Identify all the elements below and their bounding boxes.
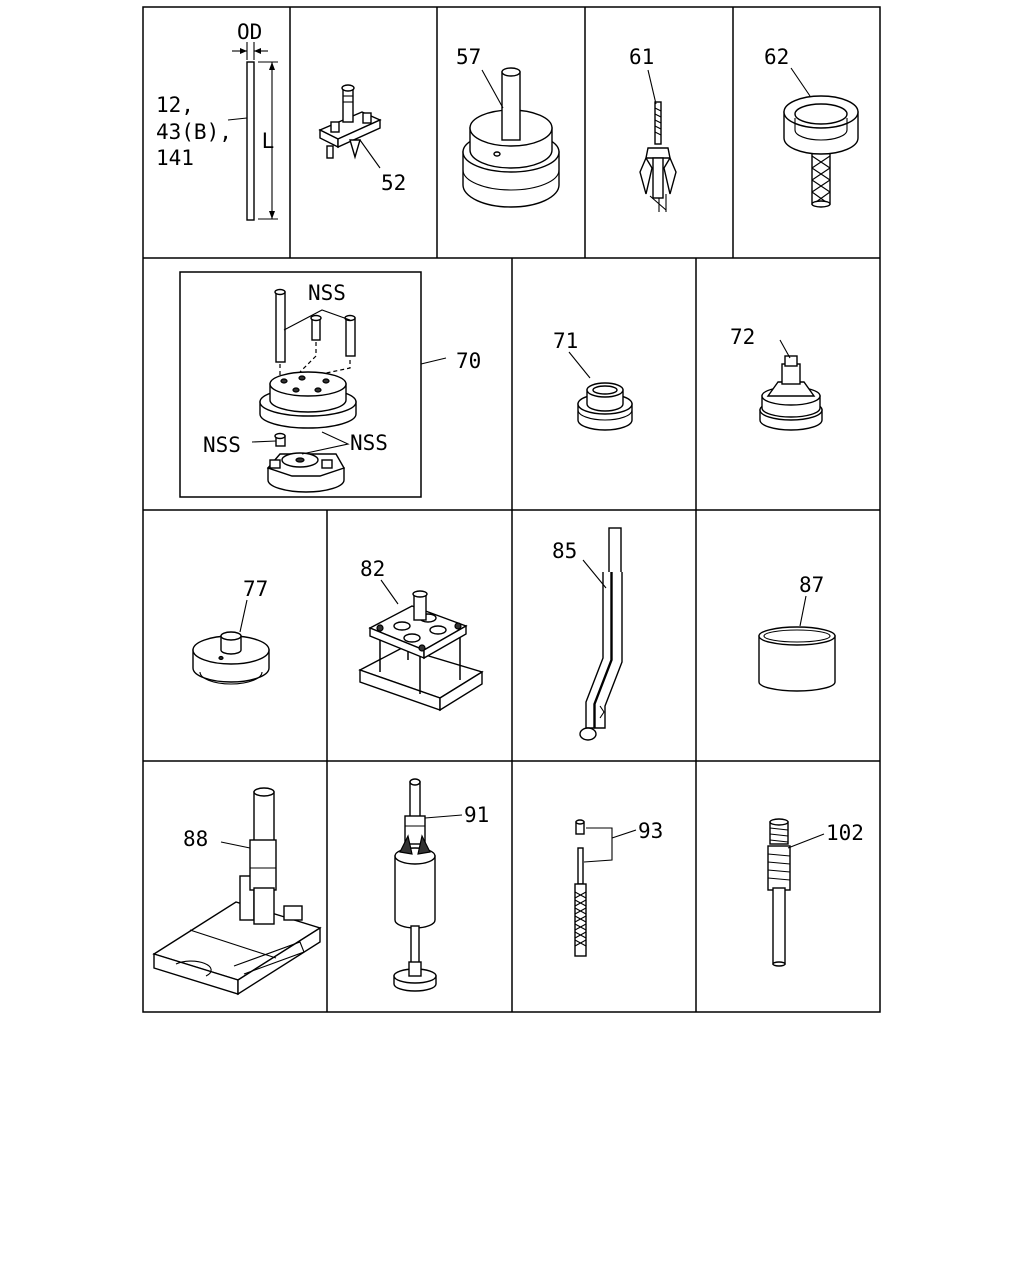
cell-87: 87 — [758, 573, 836, 692]
installer-77-drawing — [192, 599, 270, 685]
installer-72-drawing — [759, 339, 823, 431]
part-label-141: 141 — [156, 146, 194, 170]
nss-label-top: NSS — [308, 281, 346, 305]
fixture-82-drawing — [358, 579, 484, 712]
cell-93: 93 — [574, 819, 663, 957]
part-number-72: 72 — [730, 325, 755, 349]
part-number-85: 85 — [552, 539, 577, 563]
adapter-102-drawing — [767, 818, 825, 967]
cell-61: 61 — [629, 45, 677, 212]
part-number-82: 82 — [360, 557, 385, 581]
part-number-102: 102 — [826, 821, 864, 845]
part-number-70: 70 — [456, 349, 481, 373]
remover-93-drawing — [574, 819, 637, 957]
cell-71: 71 — [553, 329, 633, 431]
puller-plate-drawing — [318, 84, 382, 169]
cell-82: 82 — [358, 557, 484, 712]
cell-52: 52 — [318, 84, 406, 195]
cell-91: 91 — [393, 778, 489, 992]
shaft-drawing — [227, 42, 278, 221]
part-label-12: 12, — [156, 93, 194, 117]
installer-57-drawing — [462, 67, 560, 208]
part-number-57: 57 — [456, 45, 481, 69]
part-number-62: 62 — [764, 45, 789, 69]
nss-label-left: NSS — [203, 433, 241, 457]
od-label: OD — [237, 20, 262, 44]
installer-62-drawing — [783, 67, 859, 208]
kit-70-frame — [179, 271, 422, 498]
cell-88: 88 — [152, 787, 322, 996]
slide-hammer-91-drawing — [393, 778, 463, 992]
part-number-93: 93 — [638, 819, 663, 843]
installer-71-drawing — [568, 351, 633, 431]
cell-85: 85 — [552, 527, 623, 741]
part-number-91: 91 — [464, 803, 489, 827]
cell-102: 102 — [767, 818, 864, 967]
remover-85-drawing — [579, 527, 623, 741]
part-number-87: 87 — [799, 573, 824, 597]
part-number-71: 71 — [553, 329, 578, 353]
grid-lines — [142, 6, 881, 1013]
cell-57: 57 — [456, 45, 560, 208]
part-label-43b: 43(B), — [156, 120, 232, 144]
cell-shaft-12-43b-141: OD L 12, 43(B), 141 — [156, 20, 278, 221]
part-number-88: 88 — [183, 827, 208, 851]
kit-70-drawing — [251, 288, 447, 493]
part-number-52: 52 — [381, 171, 406, 195]
fixture-88-drawing — [152, 787, 322, 996]
cell-70: NSS NSS NSS 70 — [179, 271, 481, 498]
puller-61-drawing — [639, 69, 677, 212]
cell-77: 77 — [192, 577, 270, 685]
cell-72: 72 — [730, 325, 823, 431]
length-label: L — [262, 129, 275, 153]
cell-62: 62 — [764, 45, 859, 208]
part-number-77: 77 — [243, 577, 268, 601]
nss-label-right: NSS — [350, 431, 388, 455]
part-number-61: 61 — [629, 45, 654, 69]
ring-87-drawing — [758, 595, 836, 692]
